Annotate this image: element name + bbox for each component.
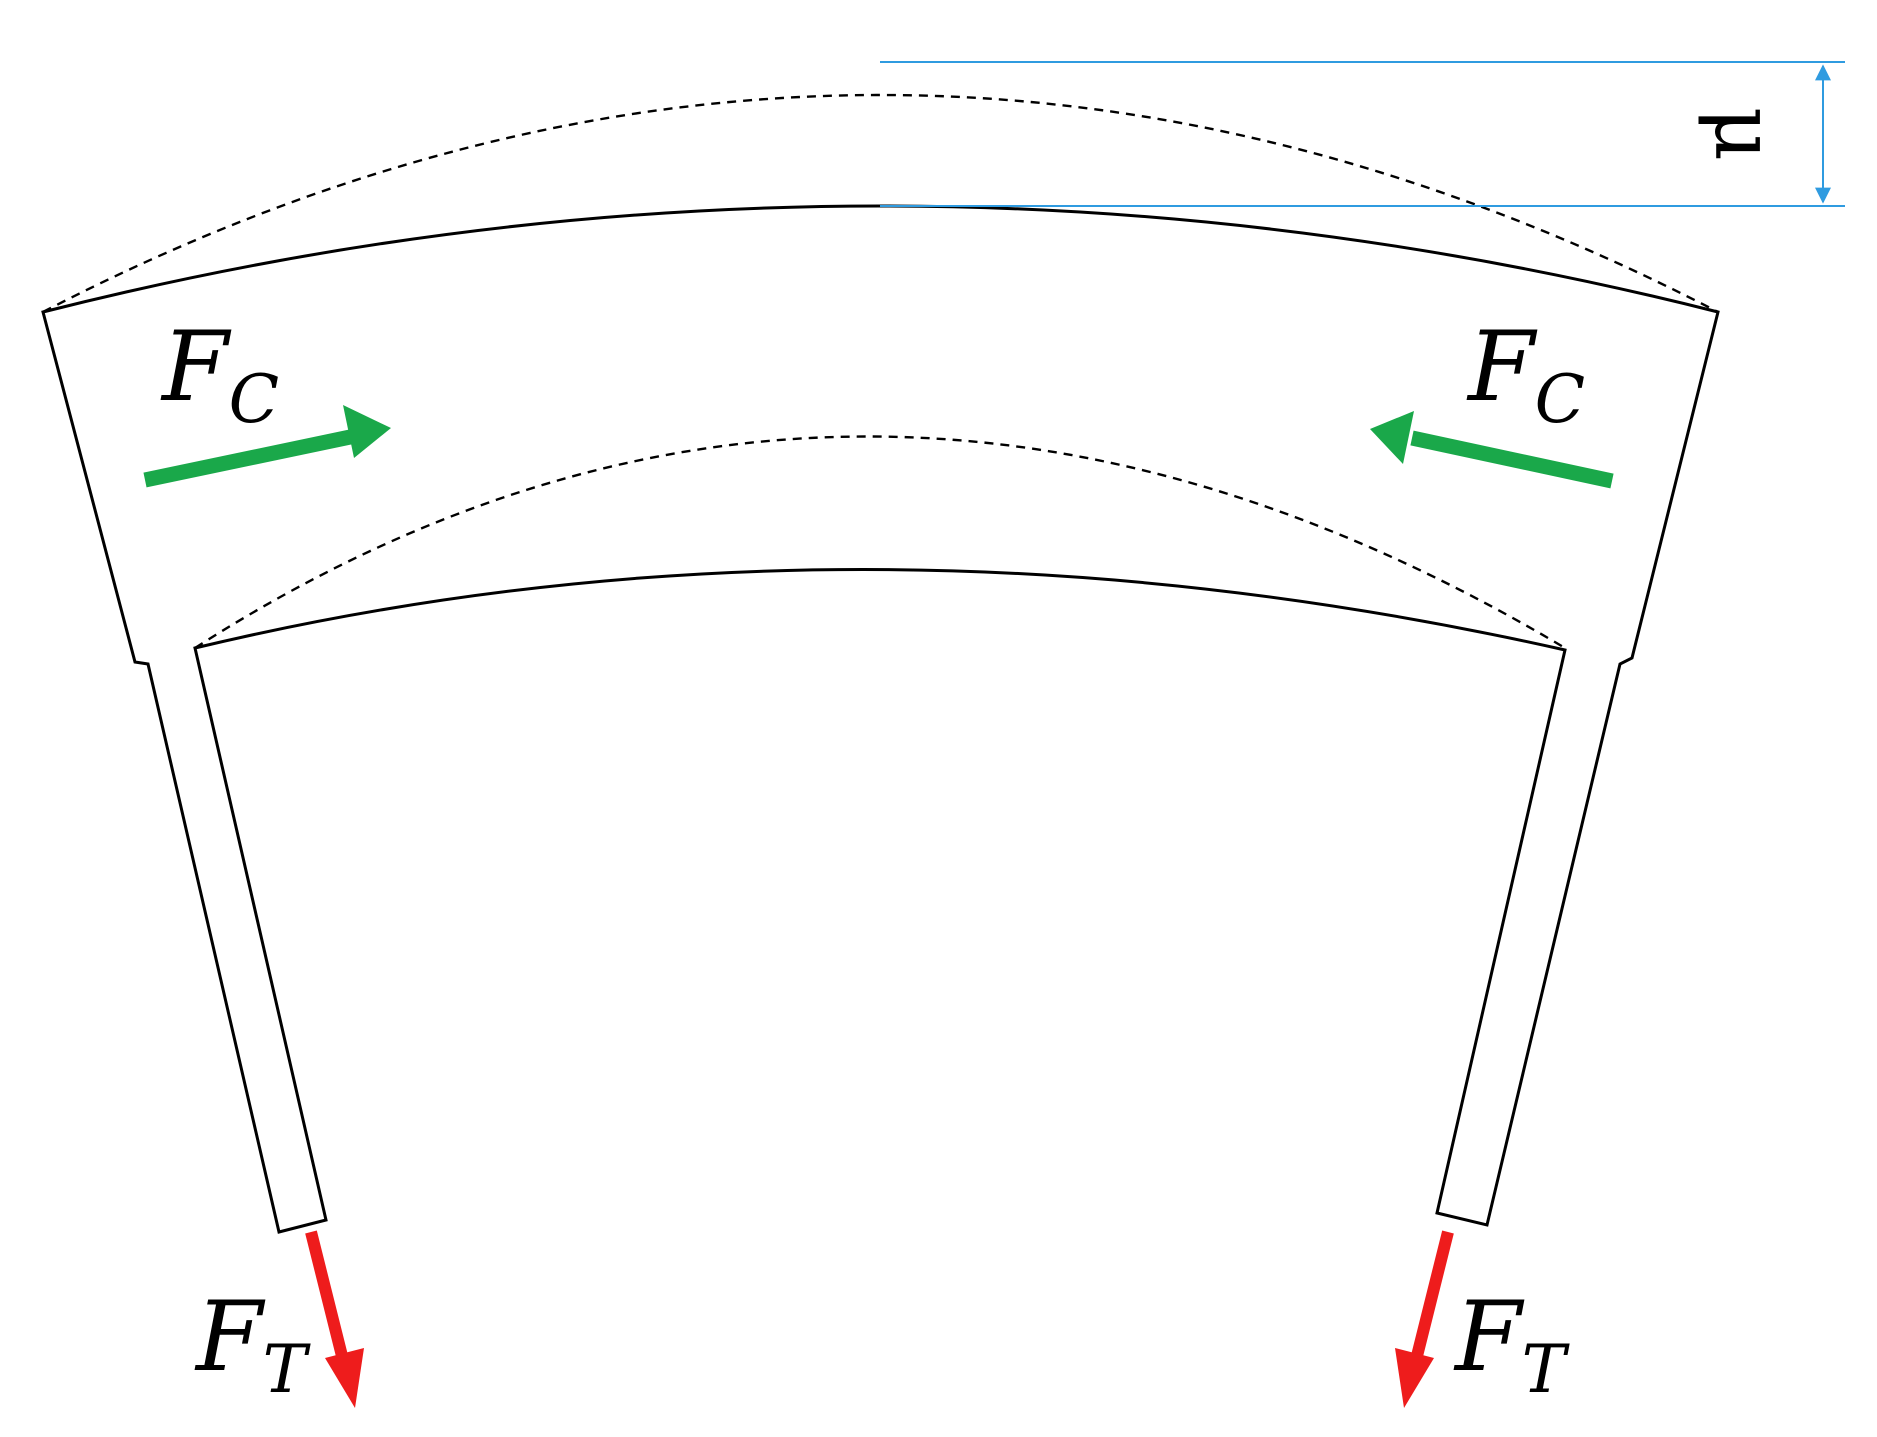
force-label-ft-right: FT <box>1453 1281 1571 1408</box>
inner-arc-undeformed <box>194 435 1566 650</box>
tension-arrow-left <box>305 1230 364 1408</box>
tension-arrow-right <box>1395 1230 1454 1408</box>
deflection-label: μ <box>1696 107 1794 162</box>
mechanism-outline <box>41 204 1720 1234</box>
compression-arrow-left <box>143 405 391 488</box>
force-label-fc-left: FC <box>160 311 279 438</box>
force-label-ft-left: FT <box>194 1281 312 1408</box>
compression-arrow-right <box>1370 411 1614 489</box>
outer-arc-undeformed <box>42 93 1719 314</box>
force-label-fc-right: FC <box>1466 311 1585 438</box>
